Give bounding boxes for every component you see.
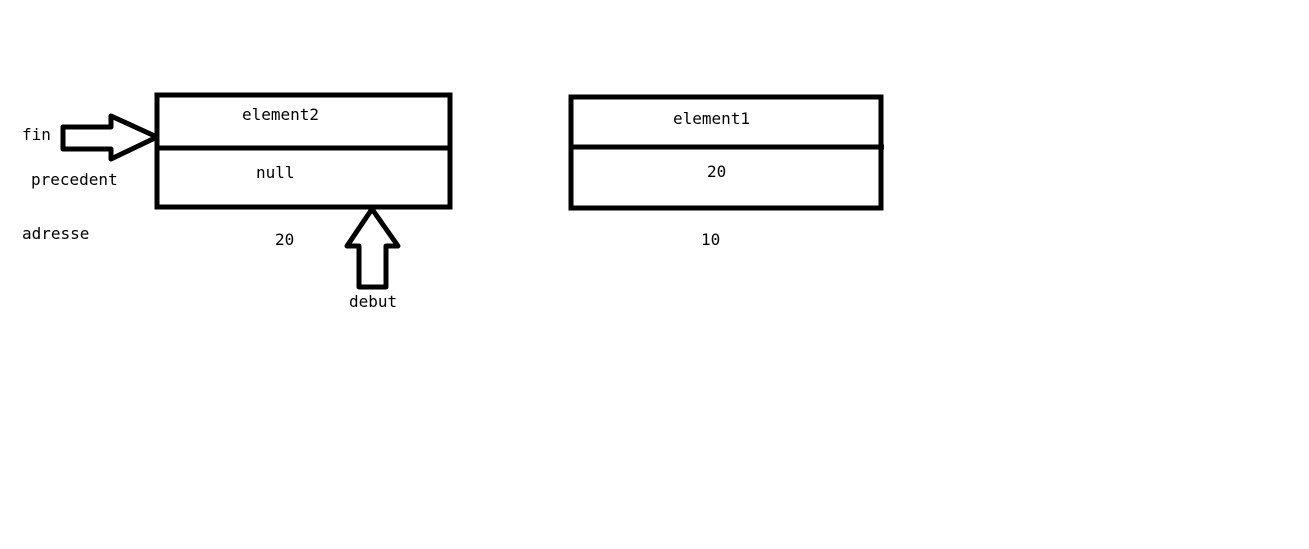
node-element2-adresse: 20 (275, 230, 294, 249)
node-element2-box (154, 92, 453, 210)
node-element2: element2 null (154, 92, 453, 210)
debut-arrow (344, 206, 401, 290)
node-element1-adresse: 10 (701, 230, 720, 249)
node-element2-element: element2 (242, 105, 319, 124)
label-fin: fin (22, 125, 51, 144)
label-adresse: adresse (22, 224, 89, 243)
label-precedent: precedent (31, 170, 118, 189)
node-element1-element: element1 (673, 109, 750, 128)
fin-arrow (60, 113, 160, 162)
node-element1: element1 20 (568, 94, 884, 211)
node-element1-box (568, 94, 884, 211)
label-debut: debut (349, 292, 397, 311)
node-element2-precedent: null (256, 163, 295, 182)
node-element1-precedent: 20 (707, 162, 726, 181)
